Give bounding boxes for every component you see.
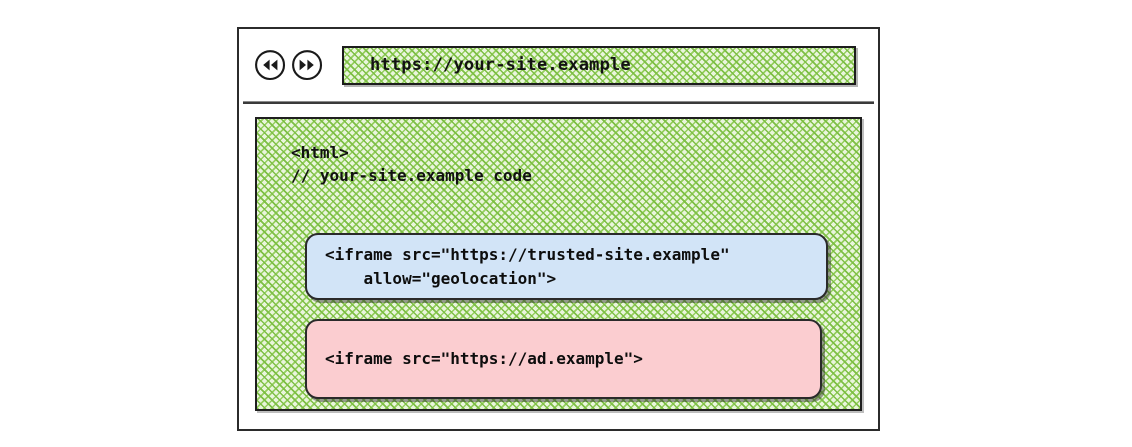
iframe-ad-code: <iframe src="https://ad.example"> xyxy=(325,349,643,368)
navigation-buttons xyxy=(253,48,324,82)
browser-toolbar: https://your-site.example xyxy=(239,29,878,101)
iframe-ad[interactable]: <iframe src="https://ad.example"> xyxy=(305,319,822,399)
rewind-back-icon[interactable] xyxy=(253,48,287,82)
url-text: https://your-site.example xyxy=(370,55,631,75)
toolbar-divider xyxy=(243,101,874,104)
page-content-panel: <html> // your-site.example code <iframe… xyxy=(255,117,862,411)
url-bar[interactable]: https://your-site.example xyxy=(342,45,856,85)
page-code-text: <html> // your-site.example code xyxy=(291,143,532,186)
iframe-trusted-site-code: <iframe src="https://trusted-site.exampl… xyxy=(325,244,730,288)
iframe-trusted-site[interactable]: <iframe src="https://trusted-site.exampl… xyxy=(305,233,828,300)
fast-forward-icon[interactable] xyxy=(290,48,324,82)
browser-window: https://your-site.example <html> // your… xyxy=(237,27,880,431)
